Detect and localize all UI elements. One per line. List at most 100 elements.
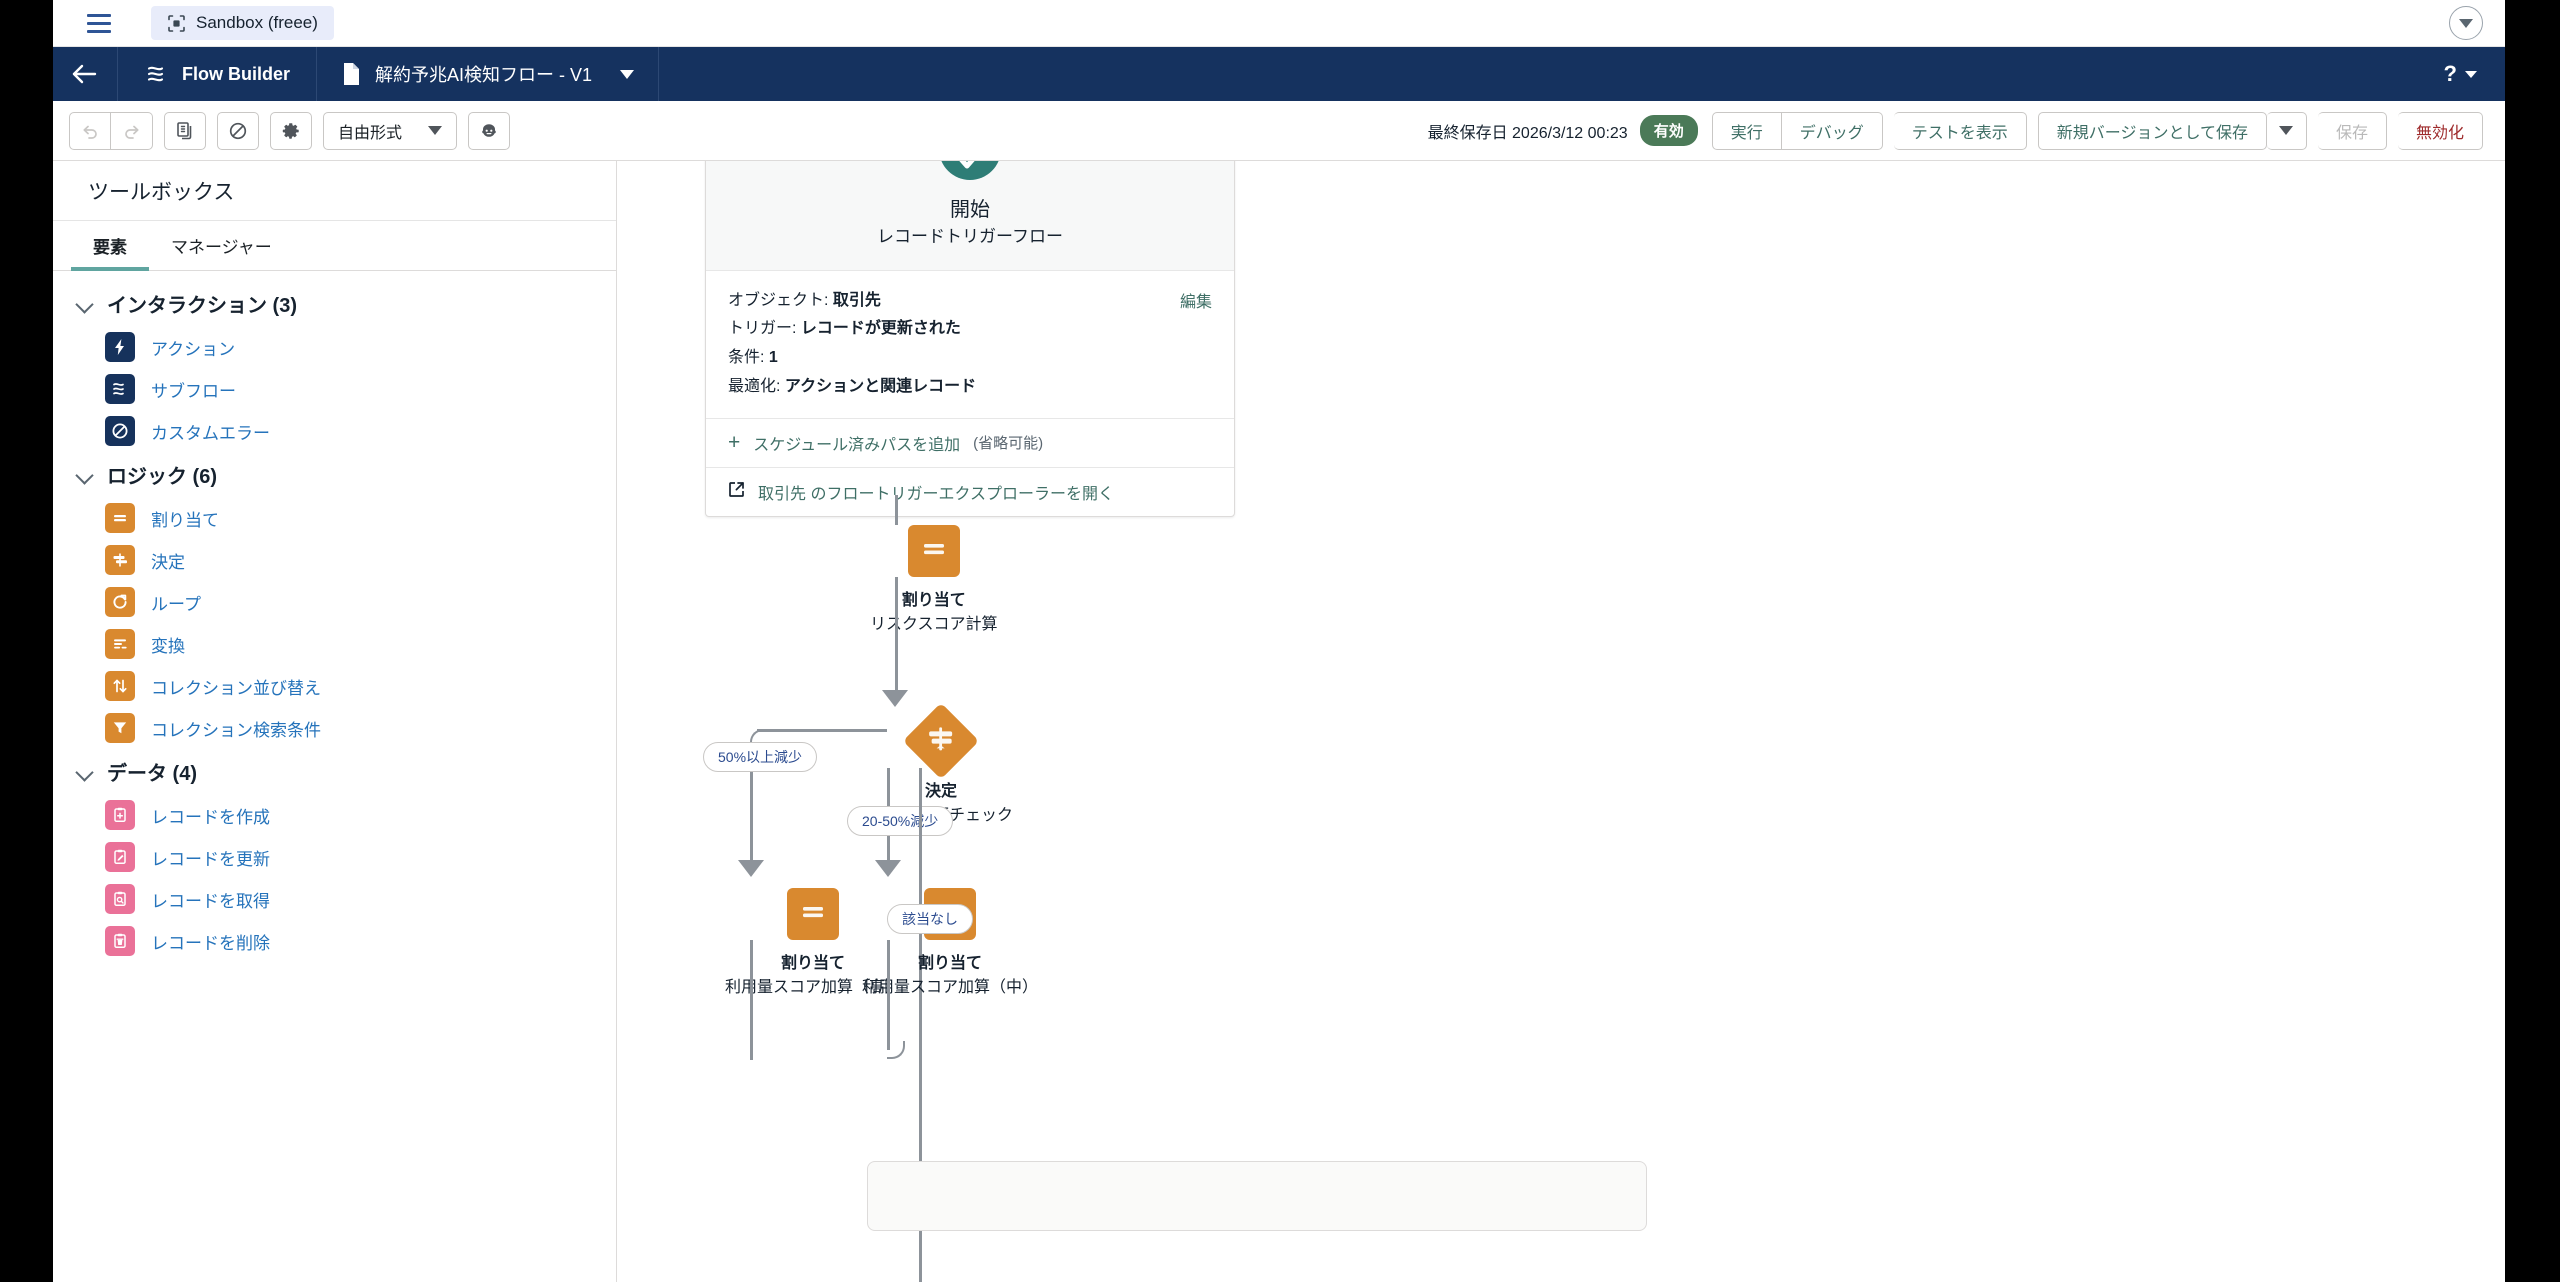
toolbox-item-update-record[interactable]: レコードを更新 (53, 836, 616, 878)
appbar-dropdown-button[interactable] (2449, 6, 2483, 40)
node-assignment-risk-score[interactable]: 割り当て リスクスコア計算 (870, 525, 998, 637)
toolbox-item-custom-error[interactable]: カスタムエラー (53, 410, 616, 452)
toolbox-item-subflow[interactable]: サブフロー (53, 368, 616, 410)
chevron-down-icon (620, 69, 635, 79)
toolbox-item-delete-record-label: レコードを削除 (151, 933, 270, 953)
assignment-node-icon-box (907, 525, 960, 577)
toolbox-group-data[interactable]: データ (4) (53, 749, 616, 794)
tab-elements[interactable]: 要素 (71, 221, 149, 271)
branch-label-default[interactable]: 該当なし (887, 904, 973, 934)
lightning-bolt-icon (105, 332, 135, 362)
back-button[interactable] (53, 47, 118, 101)
toolbox-item-loop[interactable]: ループ (53, 581, 616, 623)
view-tests-button[interactable]: テストを表示 (1893, 111, 2027, 150)
sandbox-frame-icon (167, 14, 186, 33)
start-detail-row: 条件: 1 (728, 344, 1212, 373)
gear-icon (282, 122, 299, 139)
toolbox-item-assignment[interactable]: 割り当て (53, 497, 616, 539)
start-detail-key: 条件: (728, 349, 765, 367)
node-name-label: 利用量スコア加算（中） (862, 979, 1039, 996)
start-node-card[interactable]: 開始 レコードトリガーフロー 編集 オブジェクト: 取引先 トリガー: レコード… (705, 161, 1235, 517)
sandbox-tab[interactable]: Sandbox (freee) (151, 6, 334, 40)
external-link-icon (728, 481, 745, 503)
toolbox-panel: ツールボックス 要素 マネージャー インタラクション (3) アクション (53, 161, 617, 1282)
flow-builder-title: Flow Builder (118, 47, 317, 101)
connector-decision-left-horizontal (757, 729, 887, 732)
toolbox-group-interactions[interactable]: インタラクション (3) (53, 281, 616, 326)
connector-left-branch-vertical (750, 742, 753, 872)
toolbox-item-subflow-label: サブフロー (151, 381, 236, 401)
clipboard-pencil-icon (105, 842, 135, 872)
connector-default-branch-vertical (919, 768, 922, 1282)
connector-left-corner (750, 729, 764, 743)
assignment-usage-mid-label: 割り当て 利用量スコア加算（中） (862, 952, 1038, 1000)
node-type-label: 割り当て (781, 955, 846, 972)
open-trigger-explorer-link[interactable]: 取引先 のフロートリガーエクスプローラーを開く (706, 466, 1234, 516)
redo-button[interactable] (111, 111, 153, 150)
start-detail-key: オブジェクト: (728, 291, 829, 309)
arrow-down-icon (738, 860, 764, 877)
tab-manager[interactable]: マネージャー (171, 238, 272, 257)
no-entry-icon (105, 416, 135, 446)
equals-icon (105, 503, 135, 533)
toolbox-item-collection-filter[interactable]: コレクション検索条件 (53, 707, 616, 749)
toolbox-item-create-record-label: レコードを作成 (151, 807, 270, 827)
save-button[interactable]: 保存 (2317, 111, 2387, 150)
flow-name-label: 解約予兆AI検知フロー - V1 (375, 65, 593, 85)
flow-name-menu[interactable]: 解約予兆AI検知フロー - V1 (317, 47, 660, 101)
toolbox-item-decision-label: 決定 (151, 552, 185, 572)
flow-canvas[interactable]: 開始 レコードトリガーフロー 編集 オブジェクト: 取引先 トリガー: レコード… (617, 161, 2505, 1282)
branch-label-high[interactable]: 50%以上減少 (703, 742, 818, 772)
add-scheduled-path-label: スケジュール済みパスを追加 (753, 436, 961, 454)
start-node-header: 開始 レコードトリガーフロー (706, 161, 1234, 271)
toolbox-group-logic[interactable]: ロジック (6) (53, 452, 616, 497)
start-detail-row: オブジェクト: 取引先 (728, 287, 1212, 316)
layout-mode-select[interactable]: 自由形式 (323, 111, 458, 150)
start-detail-row: トリガー: レコードが更新された (728, 315, 1212, 344)
copy-element-button[interactable] (164, 111, 206, 150)
plus-icon: + (728, 431, 741, 455)
hamburger-menu-icon[interactable] (77, 1, 121, 45)
arrow-left-icon (72, 64, 97, 84)
toolbox-item-decision[interactable]: 決定 (53, 539, 616, 581)
bottom-element-card[interactable] (867, 1161, 1647, 1231)
toolbox-group-interactions-label: インタラクション (3) (107, 295, 297, 317)
node-assignment-usage-high[interactable]: 割り当て 利用量スコア加算（高） (725, 888, 901, 1000)
start-detail-value: 1 (768, 349, 778, 367)
toolbox-item-transform[interactable]: 変換 (53, 623, 616, 665)
connector-mid-corner (887, 1041, 905, 1059)
toolbox-item-get-record[interactable]: レコードを取得 (53, 878, 616, 920)
deactivate-button[interactable]: 無効化 (2397, 111, 2483, 150)
disable-element-button[interactable] (217, 111, 259, 150)
toolbox-item-action[interactable]: アクション (53, 326, 616, 368)
toolbox-group-data-label: データ (4) (107, 763, 197, 785)
debug-button[interactable]: デバッグ (1781, 111, 1883, 150)
start-edit-link[interactable]: 編集 (1179, 293, 1212, 311)
save-as-new-version-button[interactable]: 新規バージョンとして保存 (2037, 111, 2267, 150)
arrow-down-icon (875, 860, 901, 877)
undo-redo-group (69, 111, 153, 150)
node-name-label: リスクスコア計算 (870, 616, 998, 633)
signpost-icon (105, 545, 135, 575)
add-scheduled-path-button[interactable]: + スケジュール済みパスを追加 (省略可能) (706, 417, 1234, 467)
connector-high-continue (750, 940, 753, 1060)
signpost-icon (926, 724, 956, 759)
toolbox-item-delete-record[interactable]: レコードを削除 (53, 920, 616, 962)
toolbar-right-actions: 最終保存日 2026/3/12 00:23 有効 実行 デバッグ テストを表示 … (1427, 111, 2483, 150)
settings-button[interactable] (270, 111, 312, 150)
start-node-details: 編集 オブジェクト: 取引先 トリガー: レコードが更新された 条件: 1 最 (706, 271, 1234, 418)
toolbox-item-create-record[interactable]: レコードを作成 (53, 794, 616, 836)
run-button[interactable]: 実行 (1711, 111, 1782, 150)
undo-button[interactable] (69, 111, 111, 150)
help-menu[interactable]: ? (2444, 61, 2477, 87)
save-menu-button[interactable] (2266, 111, 2307, 150)
start-detail-value: 取引先 (832, 291, 881, 309)
assignment-risk-score-label: 割り当て リスクスコア計算 (870, 589, 998, 637)
layout-mode-value: 自由形式 (338, 124, 403, 142)
toolbox-item-collection-sort[interactable]: コレクション並び替え (53, 665, 616, 707)
deactivate-group: 無効化 (2397, 111, 2483, 150)
last-saved-label: 最終保存日 2026/3/12 00:23 (1427, 124, 1628, 142)
app-top-bar: Sandbox (freee) (53, 0, 2505, 47)
branch-label-mid[interactable]: 20-50%減少 (847, 806, 954, 836)
einstein-button[interactable] (468, 111, 511, 150)
